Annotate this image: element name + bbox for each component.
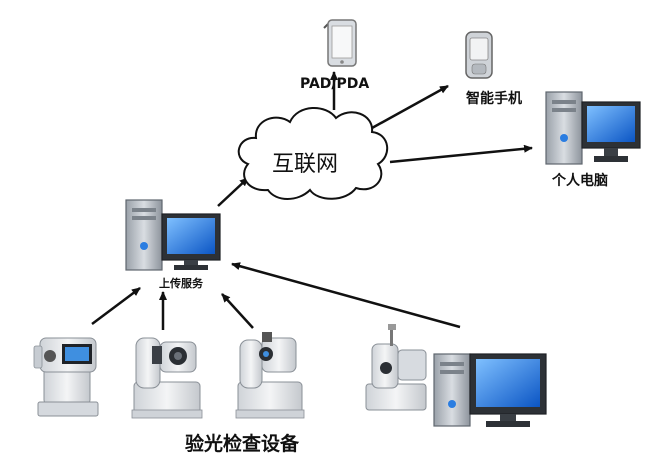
edges [91, 71, 533, 330]
arrow-autorefractor-to-server [91, 287, 141, 325]
personal-computer-icon [545, 91, 641, 165]
upload-server-icon [125, 199, 221, 271]
internet-cloud-icon [237, 106, 388, 200]
arrow-workstation-to-server [231, 262, 461, 329]
arrow-slitlamp2-to-server [221, 293, 254, 329]
pad-label: PAD/PDA [300, 76, 370, 92]
autorefractor-device-icon [33, 337, 99, 417]
server-label: 上传服务 [159, 277, 203, 290]
fundus-workstation-icon [365, 324, 547, 427]
arrow-internet-to-phone [371, 84, 449, 130]
slitlamp-device-2-icon [235, 332, 305, 419]
smartphone-icon [465, 31, 493, 79]
devices-label: 验光检查设备 [185, 433, 300, 455]
arrow-server-to-internet [217, 177, 249, 207]
tablet-icon [323, 19, 357, 67]
internet-label: 互联网 [272, 152, 339, 177]
phone-label: 智能手机 [466, 91, 522, 107]
pc-label: 个人电脑 [552, 173, 608, 189]
slitlamp-device-1-icon [131, 337, 203, 419]
arrow-internet-to-pc [389, 144, 533, 164]
